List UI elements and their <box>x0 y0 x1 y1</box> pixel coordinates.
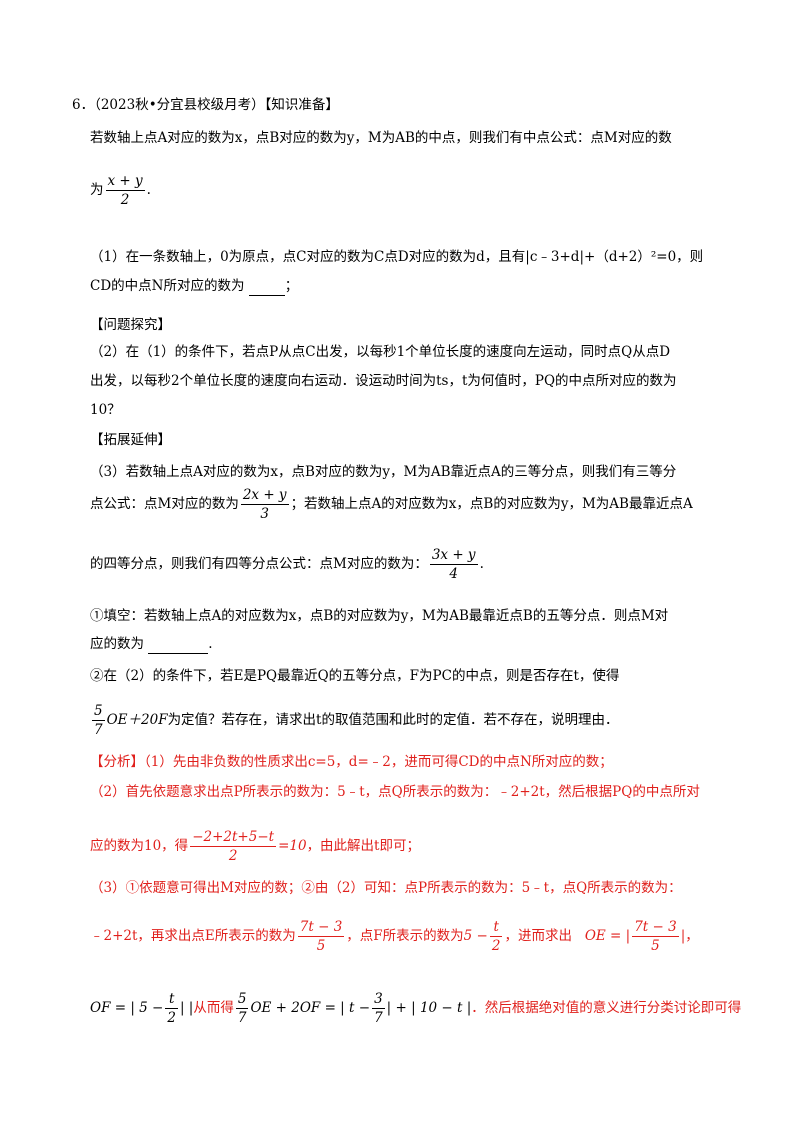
question-3-1-line-2: 应的数为 . <box>90 636 213 654</box>
question-1-line-2: CD的中点N所对应的数为 ； <box>90 278 299 296</box>
analysis-line-1: 【分析】（1）先由非负数的性质求出c=5，d=﹣2，进而可得CD的中点N所对应的… <box>90 754 613 770</box>
problem-number: 6． <box>72 97 95 113</box>
analysis-line-4: （3）①依题意可得出M对应的数；②由（2）可知：点P所表示的数为：5﹣t，点Q所… <box>90 880 682 896</box>
problem-source: （2023秋•分宜县校级月考）【知识准备】 <box>94 97 339 113</box>
answer-blank-2[interactable] <box>148 639 209 654</box>
question-2-line-2: 出发，以每秒2个单位长度的速度向右运动．设运动时间为ts，t为何值时，PQ的中点… <box>90 373 677 389</box>
question-3-line-1: （3）若数轴上点A对应的数为x，点B对应的数为y，M为AB靠近点A的三等分点，则… <box>90 464 677 480</box>
analysis-line-2: （2）首先依题意求出点P所表示的数为：5﹣t，点Q所表示的数为：﹣2+2t，然后… <box>90 784 700 800</box>
question-1-line-1: （1）在一条数轴上，0为原点，点C对应的数为C点D对应的数为d，且有|c﹣3+d… <box>90 249 704 265</box>
question-2-line-3: 10？ <box>90 402 121 418</box>
problem-header: 6．（2023秋•分宜县校级月考）【知识准备】 <box>72 95 339 115</box>
intro-line-1: 若数轴上点A对应的数为x，点B对应的数为y，M为AB的中点，则我们有中点公式：点… <box>90 130 672 146</box>
answer-blank-1[interactable] <box>248 281 285 296</box>
question-3-1-line-1: ①填空：若数轴上点A的对应数为x，点B的对应数为y，M为AB最靠近点B的五等分点… <box>90 608 669 624</box>
question-2-line-1: （2）在（1）的条件下，若点P从点C出发，以每秒1个单位长度的速度向左运动，同时… <box>90 344 671 360</box>
section-extension: 【拓展延伸】 <box>90 432 171 448</box>
question-3-2-line-1: ②在（2）的条件下，若E是PQ最靠近Q的五等分点，F为PC的中点，则是否存在t，… <box>90 668 620 684</box>
section-problem-explore: 【问题探究】 <box>90 317 171 333</box>
